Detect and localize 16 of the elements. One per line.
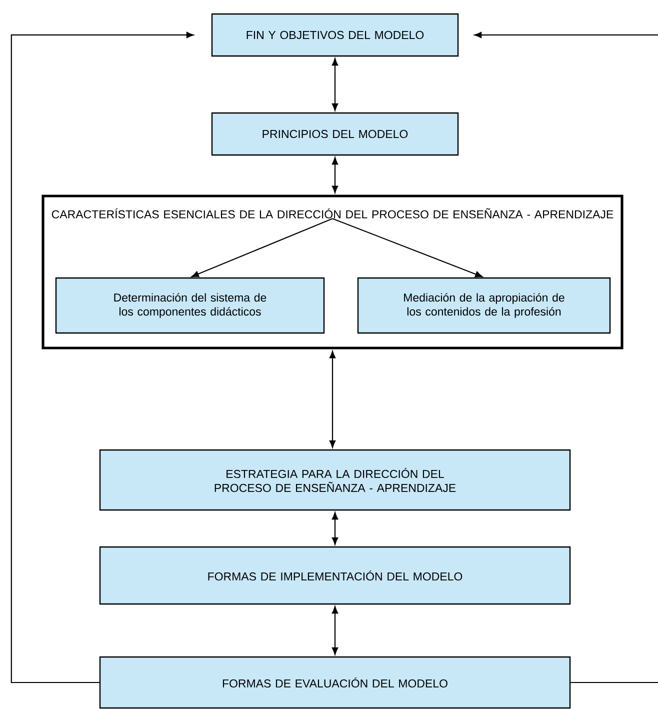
arrow: [332, 218, 483, 278]
process-box: ESTRATEGIA PARA LA DIRECCIÓN DEL PROCESO DE ENSEÑANZA - APRENDIZAJE: [99, 449, 571, 511]
process-box: Mediación de la apropiación de los contenidos de la profesión: [357, 277, 611, 334]
process-box: FORMAS DE IMPLEMENTACIÓN DEL MODELO: [99, 546, 571, 605]
arrow: [191, 218, 333, 278]
arrow: [332, 512, 338, 545]
arrow: [332, 606, 338, 655]
arrow: [10, 32, 194, 684]
process-box: FIN Y OBJETIVOS DEL MODELO: [211, 13, 459, 57]
arrow: [329, 350, 336, 448]
process-box: Determinación del sistema de los componentes didácticos: [55, 277, 325, 334]
arrow: [332, 157, 338, 194]
arrow: [474, 32, 658, 684]
arrow: [332, 58, 338, 111]
process-box: PRINCIPIOS DEL MODELO: [211, 112, 459, 156]
process-box: FORMAS DE EVALUACIÓN DEL MODELO: [99, 656, 571, 709]
